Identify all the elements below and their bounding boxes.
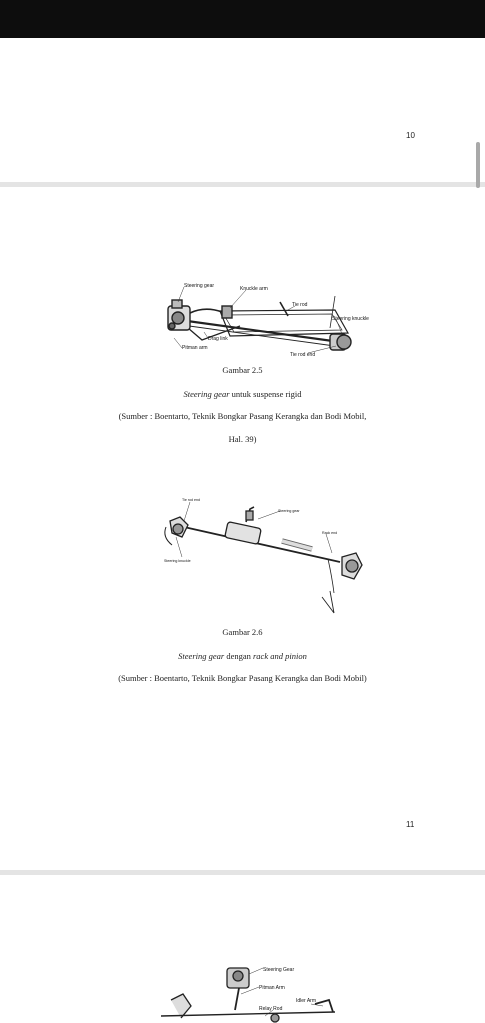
caption-em: Steering gear	[183, 389, 230, 399]
figure-2-5-source: (Sumber : Boentarto, Teknik Bongkar Pasa…	[118, 411, 367, 421]
label-steering-gear: Steering gear	[184, 283, 214, 289]
caption-mid: dengan	[224, 651, 253, 661]
status-bar	[0, 0, 485, 38]
figure-2-5-number: Gambar 2.5	[222, 365, 263, 375]
caption-text: untuk suspense rigid	[229, 389, 302, 399]
page-separator-2	[0, 870, 485, 875]
label-steering-knuckle-2: Steering knuckle	[164, 559, 191, 563]
label-idler-arm-3: Idler Arm	[296, 998, 316, 1004]
label-steering-gear-2: Steering gear	[278, 509, 300, 513]
figure-2-6-source: (Sumber : Boentarto, Teknik Bongkar Pasa…	[118, 673, 367, 683]
label-tie-rod-end-2: Tie rod end	[182, 498, 200, 502]
figure-rack-and-pinion: Tie rod end Steering gear Rack end Steer…	[164, 498, 363, 614]
figure-2-5-source-page: Hal. 39)	[228, 434, 257, 444]
label-rack-end: Rack end	[322, 531, 337, 535]
label-pitman-arm: Pitman arm	[182, 345, 208, 351]
label-relay-rod-3: Relay Rod	[259, 1006, 283, 1012]
figure-2-5-caption: Steering gear untuk suspense rigid	[0, 389, 485, 400]
label-tie-rod: Tie rod	[292, 302, 308, 308]
label-knuckle-arm: Knuckle arm	[240, 286, 268, 292]
label-drag-link: Drag link	[208, 336, 228, 342]
figure-2-6-number: Gambar 2.6	[222, 627, 263, 637]
label-tie-rod-end: Tie rod end	[290, 352, 315, 358]
caption-em-1: Steering gear	[178, 651, 225, 661]
label-pitman-arm-3: Pitman Arm	[259, 985, 285, 991]
page-separator	[0, 182, 485, 187]
figure-steering-gear-rigid: Steering gear Knuckle arm Tie rod Steeri…	[167, 283, 369, 358]
label-steering-knuckle: Steering knuckle	[332, 316, 369, 322]
figure-page-3-partial: Steering Gear Pitman Arm Idler Arm Relay…	[160, 967, 336, 1023]
page-number: 10	[406, 131, 415, 140]
figure-2-6-caption: Steering gear dengan rack and pinion	[0, 651, 485, 662]
page-number-2: 11	[406, 820, 415, 829]
label-steering-gear-3: Steering Gear	[263, 967, 294, 973]
caption-em-2: rack and pinion	[253, 651, 307, 661]
scrollbar-thumb[interactable]	[476, 142, 480, 188]
